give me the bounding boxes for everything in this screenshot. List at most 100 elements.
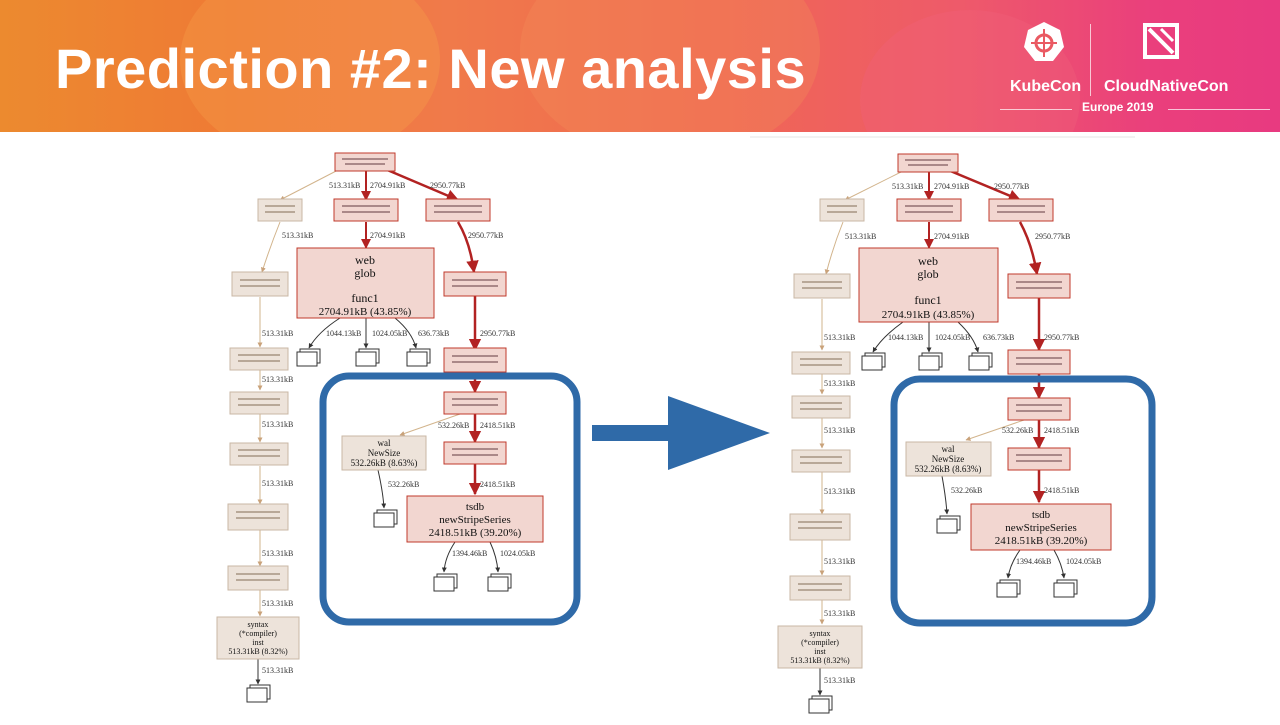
- wal-node-line: NewSize: [368, 448, 401, 458]
- event-label: Europe 2019: [1082, 100, 1154, 114]
- tsdb-node: tsdb newStripeSeries 2418.51kB (39.20%): [970, 503, 1112, 551]
- edge-label: 1044.13kB: [888, 333, 923, 342]
- small-node-syntax-3: [227, 565, 289, 591]
- edge-label: 513.31kB: [824, 333, 855, 342]
- right-arrow-icon: [592, 396, 770, 470]
- edge-label: 2950.77kB: [1035, 232, 1070, 241]
- edge-label: 2704.91kB: [934, 182, 969, 191]
- edge-label: 2950.77kB: [994, 182, 1029, 191]
- func1-node-line: glob: [354, 266, 375, 280]
- tsdb-node-line: tsdb: [466, 501, 485, 513]
- edge-label: 1024.05kB: [372, 329, 407, 338]
- edge-label: 2950.77kB: [468, 231, 503, 240]
- edge-func-leaf3: [394, 317, 418, 349]
- func1-node: web glob func1 2704.91kB (43.85%): [296, 247, 435, 319]
- edge-label: 532.26kB: [1002, 426, 1033, 435]
- small-node-open-1: [443, 347, 507, 373]
- wal-node-line: NewSize: [932, 454, 965, 464]
- leaf-node: [1053, 579, 1078, 598]
- edge-label: 1024.05kB: [1066, 557, 1101, 566]
- edge-func-leaf3: [957, 321, 980, 353]
- leaf-node: [373, 509, 398, 528]
- edge-label: 513.31kB: [845, 232, 876, 241]
- edge-label: 2704.91kB: [370, 181, 405, 190]
- edge-label: 513.31kB: [262, 666, 293, 675]
- small-node-main: [425, 198, 491, 222]
- syntax-node-line: inst: [814, 647, 826, 656]
- small-node-web: [896, 198, 962, 222]
- edge-label: 513.31kB: [824, 609, 855, 618]
- edge-label: 636.73kB: [983, 333, 1014, 342]
- wal-node-line: 532.26kB (8.63%): [351, 458, 418, 468]
- edge-label: 513.31kB: [824, 379, 855, 388]
- edge-root-main: [947, 168, 1022, 202]
- func1-node-line: glob: [917, 267, 938, 281]
- small-node-syntax-3: [789, 575, 851, 601]
- tsdb-node-line: newStripeSeries: [439, 514, 510, 526]
- small-node-regexp-1: [231, 271, 289, 297]
- tsdb-node-line: 2418.51kB (39.20%): [995, 535, 1088, 547]
- leaf-node: [406, 348, 431, 367]
- edge-label: 2418.51kB: [480, 480, 515, 489]
- func1-node: web glob func1 2704.91kB (43.85%): [858, 247, 999, 323]
- edge-label: 513.31kB: [824, 676, 855, 685]
- edge-label: 2704.91kB: [370, 231, 405, 240]
- event-line-right: [1168, 109, 1270, 110]
- edge-label: 513.31kB: [282, 231, 313, 240]
- func1-node-line: web: [355, 253, 375, 267]
- leaf-node: [918, 352, 943, 371]
- edge-label: 513.31kB: [262, 549, 293, 558]
- edge-label: 513.31kB: [824, 487, 855, 496]
- syntax-node: syntax (*compiler) inst 513.31kB (8.32%): [216, 616, 300, 660]
- edge-label: 1394.46kB: [1016, 557, 1051, 566]
- edge-label: 1024.05kB: [500, 549, 535, 558]
- small-node-registry: [443, 271, 507, 297]
- event-line-left: [1000, 109, 1072, 110]
- tsdb-node-line: 2418.51kB (39.20%): [429, 527, 522, 539]
- cncf-icon: [1143, 23, 1179, 59]
- small-node-root: [334, 152, 396, 172]
- edge-root-profile: [279, 168, 341, 201]
- small-node-syntax-1: [791, 449, 851, 473]
- edge-tsdb-leaf2: [1053, 549, 1066, 579]
- edge-tsdb-leaf1: [441, 541, 456, 573]
- kubecon-logo-text: KubeCon: [1010, 78, 1082, 95]
- small-node-open-1: [1007, 349, 1071, 375]
- edge-root-main: [384, 167, 460, 202]
- edge-tsdb-leaf1: [1006, 549, 1021, 579]
- edge-label: 2950.77kB: [480, 329, 515, 338]
- diagram-svg: 513.31kB 2704.91kB 2950.77kB 513.31kB 27…: [216, 136, 1156, 714]
- syntax-node-line: 513.31kB (8.32%): [228, 647, 288, 656]
- slide-header-banner: Prediction #2: New analysis KubeCon Clou…: [0, 0, 1280, 132]
- edge-main-registry: [456, 221, 479, 274]
- edge-label: 2418.51kB: [1044, 426, 1079, 435]
- edge-label: 513.31kB: [262, 375, 293, 384]
- small-node-head: [1007, 447, 1071, 471]
- edge-open-wal: [965, 419, 1025, 441]
- small-node-registry: [1007, 273, 1071, 299]
- right-profile-graph: 513.31kB 2704.91kB 2950.77kB 513.31kB 27…: [777, 153, 1156, 714]
- small-node-profile: [819, 198, 865, 222]
- leaf-node: [996, 579, 1021, 598]
- edge-profile-chain-1: [260, 221, 281, 273]
- small-node-head: [443, 441, 507, 465]
- logo-divider: [1090, 24, 1091, 96]
- tsdb-node-line: tsdb: [1032, 509, 1051, 521]
- leaf-node: [246, 684, 271, 703]
- small-node-regexp-2: [791, 351, 851, 375]
- leaf-node: [296, 348, 321, 367]
- event-logos: KubeCon CloudNativeCon Europe 2019: [1000, 18, 1270, 118]
- small-node-profile: [257, 198, 303, 222]
- func1-node-line: func1: [351, 291, 378, 305]
- edge-label: 2950.77kB: [1044, 333, 1079, 342]
- edge-label: 513.31kB: [329, 181, 360, 190]
- small-node-regexp-2: [229, 347, 289, 371]
- edge-label: 2704.91kB: [934, 232, 969, 241]
- edge-tsdb-leaf2: [489, 541, 501, 573]
- small-node-syntax-2: [789, 513, 851, 541]
- edge-label: 2418.51kB: [480, 421, 515, 430]
- small-node-regexp-3: [229, 391, 289, 415]
- edge-label: 513.31kB: [262, 329, 293, 338]
- func1-node-line: 2704.91kB (43.85%): [319, 306, 412, 318]
- func1-node-line: web: [918, 254, 938, 268]
